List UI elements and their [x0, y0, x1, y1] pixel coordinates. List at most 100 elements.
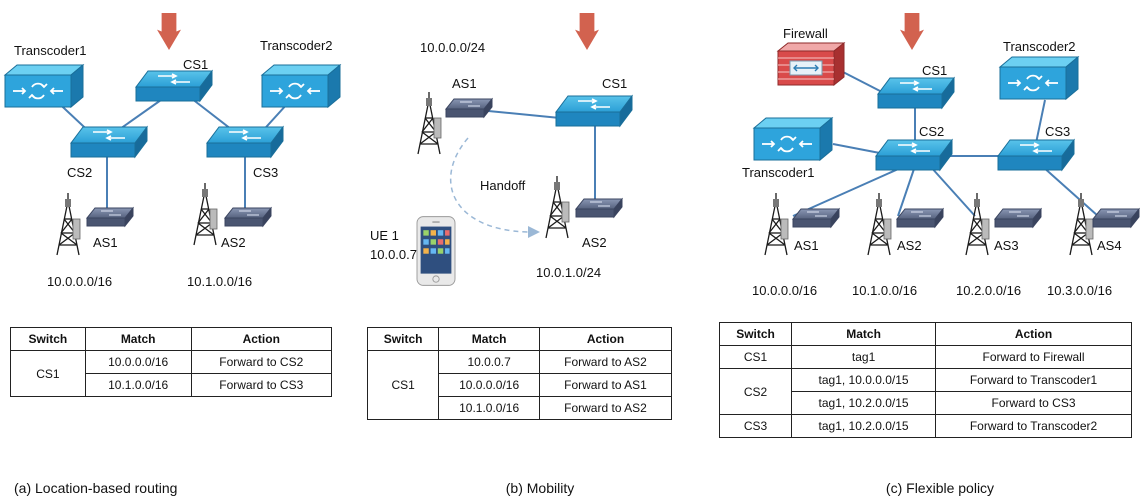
- label-as2: AS2: [582, 235, 607, 250]
- table-row: 10.1.0.0/16 Forward to AS2: [368, 396, 672, 420]
- traffic-arrow-icon: [575, 13, 599, 50]
- as1-switch-icon: [792, 208, 840, 228]
- header-switch: Switch: [366, 327, 440, 351]
- switch-cell: CS3: [718, 414, 793, 438]
- action-cell: Forward to AS2: [539, 350, 672, 374]
- traffic-arrow-icon: [157, 13, 181, 50]
- as2-tower-icon: [193, 182, 218, 246]
- header-switch: Switch: [10, 327, 86, 351]
- panel-a-diagram: Transcoder1 Transcoder2 CS1 CS2 CS3 AS1 …: [4, 13, 341, 289]
- cs1-switch-icon: [555, 95, 633, 127]
- header-action: Action: [190, 327, 333, 351]
- match-cell: 10.0.0.0/16: [84, 350, 192, 374]
- label-handoff: Handoff: [480, 178, 526, 193]
- handoff-arrow: [450, 137, 529, 233]
- as1-switch-icon: [445, 98, 493, 118]
- label-subnet2: 10.0.1.0/24: [536, 265, 601, 280]
- label-subnet2: 10.1.0.0/16: [187, 274, 252, 289]
- table-header-row: Switch Match Action: [366, 327, 672, 351]
- table-row: tag1, 10.2.0.0/15 Forward to CS3: [720, 391, 1132, 415]
- label-cs1: CS1: [183, 57, 208, 72]
- action-cell: Forward to CS3: [190, 373, 333, 397]
- label-cs2: CS2: [67, 165, 92, 180]
- as1-tower-icon: [764, 192, 789, 256]
- action-cell: Forward to AS1: [539, 373, 672, 397]
- label-cs2: CS2: [919, 124, 944, 139]
- label-transcoder2: Transcoder2: [1003, 39, 1076, 54]
- panel-b-diagram: 10.0.0.0/24 AS1 CS1 Handoff UE 1 10.0.0.…: [370, 13, 633, 287]
- panel-b-links: [477, 109, 596, 205]
- as4-tower-icon: [1069, 192, 1094, 256]
- phone-icon: [416, 215, 456, 287]
- label-subnet1: 10.0.0.0/16: [752, 283, 817, 298]
- match-cell: 10.0.0.0/16: [438, 373, 540, 397]
- traffic-arrow-icon: [900, 13, 924, 50]
- table-row: CS1 10.0.0.0/16 Forward to CS2: [10, 350, 333, 397]
- label-firewall: Firewall: [783, 26, 828, 41]
- label-transcoder1: Transcoder1: [742, 165, 815, 180]
- as4-switch-icon: [1092, 208, 1140, 228]
- switch-cell: CS2: [718, 368, 793, 415]
- header-action: Action: [539, 327, 672, 351]
- header-match: Match: [438, 327, 540, 351]
- label-ue: UE 1: [370, 228, 399, 243]
- action-cell: Forward to CS2: [190, 350, 333, 374]
- label-ue-ip: 10.0.0.7: [370, 247, 417, 262]
- label-transcoder2: Transcoder2: [260, 38, 333, 53]
- header-match: Match: [84, 327, 192, 351]
- as1-tower-icon: [417, 91, 442, 155]
- as3-tower-icon: [965, 192, 990, 256]
- cs2-switch-icon: [875, 139, 953, 171]
- cs3-switch-icon: [997, 139, 1075, 171]
- action-cell: Forward to Firewall: [935, 345, 1132, 369]
- cs3-switch-icon: [206, 126, 284, 158]
- as2-switch-icon: [575, 198, 623, 218]
- match-cell: tag1: [791, 345, 937, 369]
- label-subnet1: 10.0.0.0/16: [47, 274, 112, 289]
- label-as2: AS2: [221, 235, 246, 250]
- match-cell: tag1, 10.2.0.0/15: [791, 391, 937, 415]
- cs1-switch-icon: [877, 77, 955, 109]
- label-as4: AS4: [1097, 238, 1122, 253]
- label-subnet3: 10.2.0.0/16: [956, 283, 1021, 298]
- table-row: 10.0.0.0/16 Forward to AS1: [368, 373, 672, 397]
- as2-tower-icon: [867, 192, 892, 256]
- label-cs1: CS1: [922, 63, 947, 78]
- cs2-switch-icon: [70, 126, 148, 158]
- table-row: CS2 tag1, 10.0.0.0/15 Forward to Transco…: [718, 368, 1132, 415]
- panel-a-flow-table: Switch Match Action CS1 10.0.0.0/16 Forw…: [10, 327, 333, 397]
- as2-switch-icon: [224, 207, 272, 227]
- label-cs3: CS3: [1045, 124, 1070, 139]
- caption-c: (c) Flexible policy: [885, 480, 995, 496]
- panel-c-flow-table: Switch Match Action CS1 tag1 Forward to …: [718, 322, 1132, 438]
- label-transcoder1: Transcoder1: [14, 43, 87, 58]
- label-subnet4: 10.3.0.0/16: [1047, 283, 1112, 298]
- table-row: 10.1.0.0/16 Forward to CS3: [11, 373, 333, 397]
- action-cell: Forward to AS2: [539, 396, 672, 420]
- action-cell: Forward to Transcoder2: [935, 414, 1132, 438]
- match-cell: 10.1.0.0/16: [438, 396, 540, 420]
- transcoder1-icon: [753, 117, 833, 161]
- header-switch: Switch: [718, 322, 793, 346]
- table-header-row: Switch Match Action: [10, 327, 333, 351]
- as2-tower-icon: [545, 175, 570, 239]
- panel-b-flow-table: Switch Match Action CS1 10.0.0.7 Forward…: [366, 327, 672, 420]
- label-as2: AS2: [897, 238, 922, 253]
- as1-switch-icon: [86, 207, 134, 227]
- cs1-switch-icon: [135, 70, 213, 102]
- as2-switch-icon: [896, 208, 944, 228]
- caption-a: (a) Location-based routing: [14, 480, 178, 496]
- firewall-icon: [777, 42, 845, 86]
- panel-c-diagram: Firewall CS1 Transcoder2 CS2 CS3 Transco…: [742, 13, 1140, 298]
- switch-cell: CS1: [718, 345, 793, 369]
- transcoder2-icon: [261, 64, 341, 108]
- table-row: CS3 tag1, 10.2.0.0/15 Forward to Transco…: [718, 414, 1132, 438]
- match-cell: tag1, 10.2.0.0/15: [791, 414, 937, 438]
- match-cell: 10.0.0.7: [438, 350, 540, 374]
- transcoder1-icon: [4, 64, 84, 108]
- header-action: Action: [935, 322, 1132, 346]
- label-cs1: CS1: [602, 76, 627, 91]
- switch-cell: CS1: [366, 350, 440, 420]
- label-cs3: CS3: [253, 165, 278, 180]
